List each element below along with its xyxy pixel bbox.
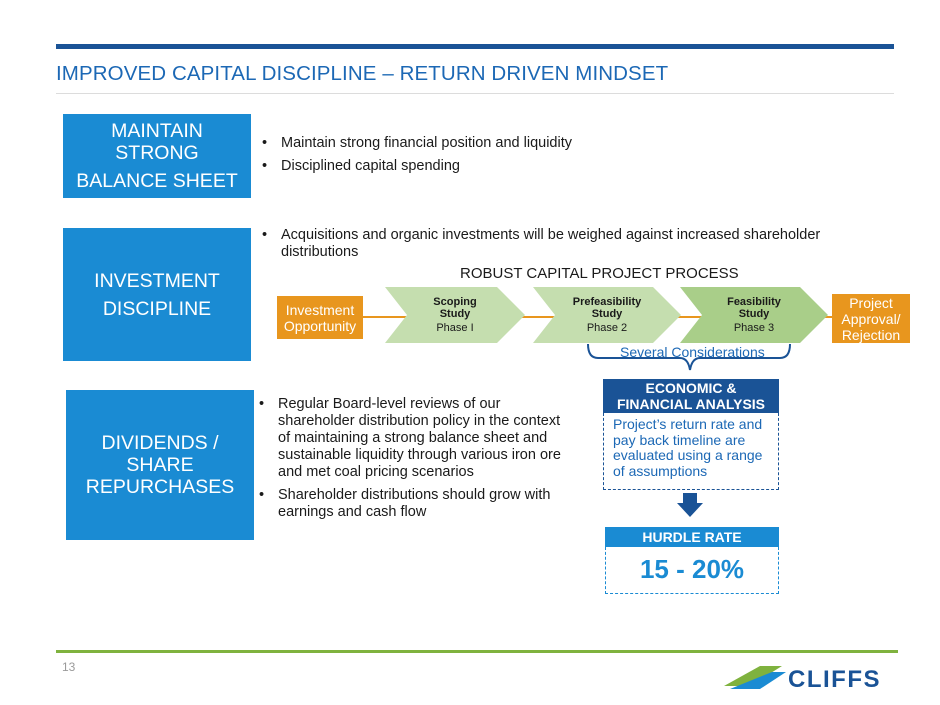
dividends-box: DIVIDENDS / SHARE REPURCHASES [66, 390, 254, 540]
hurdle-rate-heading: HURDLE RATE [605, 527, 779, 547]
stage-name: Study [738, 307, 770, 320]
bullet-item: Disciplined capital spending [261, 158, 881, 175]
footer-rule [56, 650, 898, 653]
balance-sheet-box: MAINTAIN STRONG BALANCE SHEET [63, 114, 251, 198]
box-line: Project [849, 294, 893, 311]
box-line: DIVIDENDS / [101, 432, 219, 454]
investment-discipline-box: INVESTMENT DISCIPLINE [63, 228, 251, 361]
balance-bullets: Maintain strong financial position and l… [261, 135, 881, 181]
stage-name: Study [439, 307, 471, 320]
feasibility-study-chevron: Feasibility Study Phase 3 [680, 287, 828, 343]
box-line: INVESTMENT [94, 269, 220, 292]
stage-phase: Phase 2 [586, 321, 628, 334]
bullet-item: Regular Board-level reviews of our share… [258, 396, 568, 481]
prefeasibility-study-chevron: Prefeasibility Study Phase 2 [533, 287, 681, 343]
down-arrow-icon [677, 493, 703, 517]
page-number: 13 [62, 660, 76, 674]
box-line: SHARE [126, 454, 194, 476]
box-line: Approval/ [841, 310, 901, 327]
considerations-label: Several Considerations [620, 344, 765, 360]
slide-title: IMPROVED CAPITAL DISCIPLINE – RETURN DRI… [56, 62, 669, 85]
stage-phase: Phase I [436, 321, 474, 334]
box-line: BALANCE SHEET [76, 170, 238, 192]
box-line: DISCIPLINE [102, 297, 212, 320]
economic-analysis-text: Project’s return rate and pay back timel… [613, 416, 763, 479]
chevron-shape [533, 287, 681, 343]
economic-analysis-body: Project’s return rate and pay back timel… [603, 413, 779, 490]
stage-phase: Phase 3 [733, 321, 775, 334]
stage-name: Study [591, 307, 623, 320]
investment-opportunity-box: Investment Opportunity [277, 296, 363, 339]
investment-bullets: Acquisitions and organic investments wil… [261, 227, 881, 267]
box-line: Investment [285, 301, 355, 318]
bullet-item: Shareholder distributions should grow wi… [258, 487, 568, 521]
stage-name: Feasibility [727, 295, 781, 308]
process-title: ROBUST CAPITAL PROJECT PROCESS [460, 265, 739, 282]
box-line: Opportunity [283, 317, 357, 334]
project-approval-box: Project Approval/ Rejection [832, 294, 910, 343]
box-line: MAINTAIN [111, 120, 203, 142]
considerations-brace [587, 343, 791, 371]
box-line: STRONG [115, 142, 199, 164]
hurdle-rate-value: 15 - 20% [605, 547, 779, 594]
chevron-shape [385, 287, 525, 343]
bullet-item: Acquisitions and organic investments wil… [261, 227, 881, 261]
stage-name: Prefeasibility [572, 295, 642, 308]
chevron-shape [680, 287, 828, 343]
bullet-item: Maintain strong financial position and l… [261, 135, 881, 152]
heading-line: FINANCIAL ANALYSIS [616, 396, 766, 412]
box-line: REPURCHASES [85, 476, 235, 498]
cliffs-logo: CLIFFS [724, 666, 881, 693]
dividends-bullets: Regular Board-level reviews of our share… [258, 396, 568, 527]
logo-text: CLIFFS [788, 666, 881, 693]
top-rule [56, 44, 894, 49]
economic-analysis-heading: ECONOMIC & FINANCIAL ANALYSIS [603, 379, 779, 413]
title-divider [56, 93, 894, 94]
scoping-study-chevron: Scoping Study Phase I [385, 287, 525, 343]
box-line: Rejection [841, 326, 901, 343]
stage-name: Scoping [433, 295, 477, 308]
heading-line: ECONOMIC & [645, 380, 737, 396]
